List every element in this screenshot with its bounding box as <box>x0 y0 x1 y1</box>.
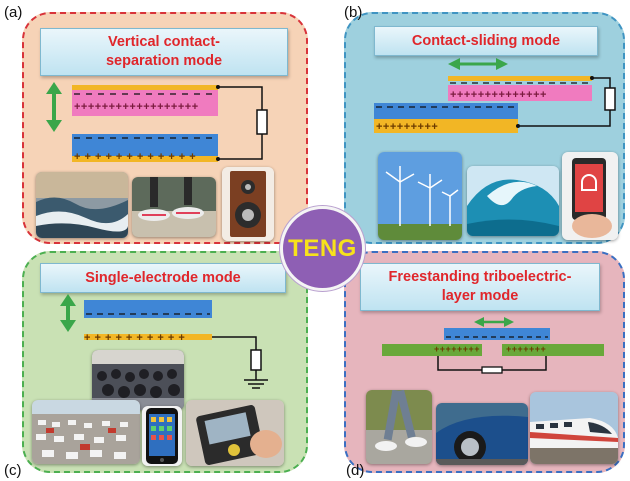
panel-b-schematic <box>374 58 616 133</box>
panel-c-schematic <box>60 294 268 389</box>
ocean-waves-photo <box>36 172 128 238</box>
wind-turbines-photo <box>378 152 462 240</box>
speaker-photo <box>222 167 274 241</box>
ground-icon <box>244 379 268 389</box>
ocean-wave-photo <box>467 166 559 236</box>
walking-legs-photo <box>366 390 432 464</box>
smartphone-photo <box>142 406 182 466</box>
double-arrow-vertical-icon <box>60 294 76 332</box>
load-resistor <box>604 87 616 111</box>
walking-feet-photo <box>132 177 216 237</box>
pink-tribo-layer <box>448 85 592 101</box>
panel-a-tag: (a) <box>4 4 23 21</box>
panel-c-title: Single-electrode mode <box>40 263 286 293</box>
bottom-electrode <box>374 119 518 133</box>
keypad-touch-photo <box>186 400 284 466</box>
double-arrow-horizontal-icon <box>448 58 508 70</box>
panel-b-title: Contact-sliding mode <box>374 26 598 56</box>
panel-a-title: Vertical contact-separation mode <box>40 28 288 76</box>
bottom-electrode <box>72 156 218 162</box>
blue-tribo-layer <box>374 103 518 119</box>
panel-c-tag: (c) <box>4 462 22 479</box>
panel-b-top-charges: ++++++++++++++ <box>450 91 547 100</box>
load-resistor <box>481 366 503 374</box>
panel-d-right-charges: +++++++ <box>506 345 547 354</box>
panel-a-bottom-charges: + + + + + + + + + + + + <box>74 153 197 162</box>
panel-a-top-charges: ++++++++++++++++++ <box>74 103 199 112</box>
blue-tribo-layer <box>72 134 218 156</box>
panel-d-schematic <box>382 317 604 374</box>
panel-d-left-charges: +++++++++ <box>434 345 480 354</box>
load-resistor <box>256 109 268 135</box>
traffic-highway-photo <box>32 400 140 464</box>
panel-b-bottom-charges: +++++++++ <box>376 123 439 132</box>
blue-tribo-layer <box>84 300 212 318</box>
panel-b-tag: (b) <box>344 4 363 21</box>
panel-d-title: Freestanding triboelectric-layer mode <box>360 263 600 311</box>
pink-tribo-layer <box>72 90 218 116</box>
high-speed-train-photo <box>530 392 618 464</box>
blue-freestanding-layer <box>444 328 550 340</box>
double-arrow-horizontal-icon <box>474 317 514 327</box>
top-electrode <box>72 85 218 90</box>
double-arrow-vertical-icon <box>46 82 62 132</box>
panel-d-tag: (d) <box>346 462 365 479</box>
top-electrode <box>448 76 592 81</box>
panel-a-schematic <box>46 82 268 162</box>
teng-center-badge: TENG <box>280 206 365 291</box>
car-wheel-photo <box>436 403 528 465</box>
load-resistor <box>250 349 262 371</box>
electrode <box>84 334 212 340</box>
touchscreen-phone-photo <box>562 152 618 240</box>
panel-c-charges: + + + + + + + + + + <box>84 334 186 343</box>
